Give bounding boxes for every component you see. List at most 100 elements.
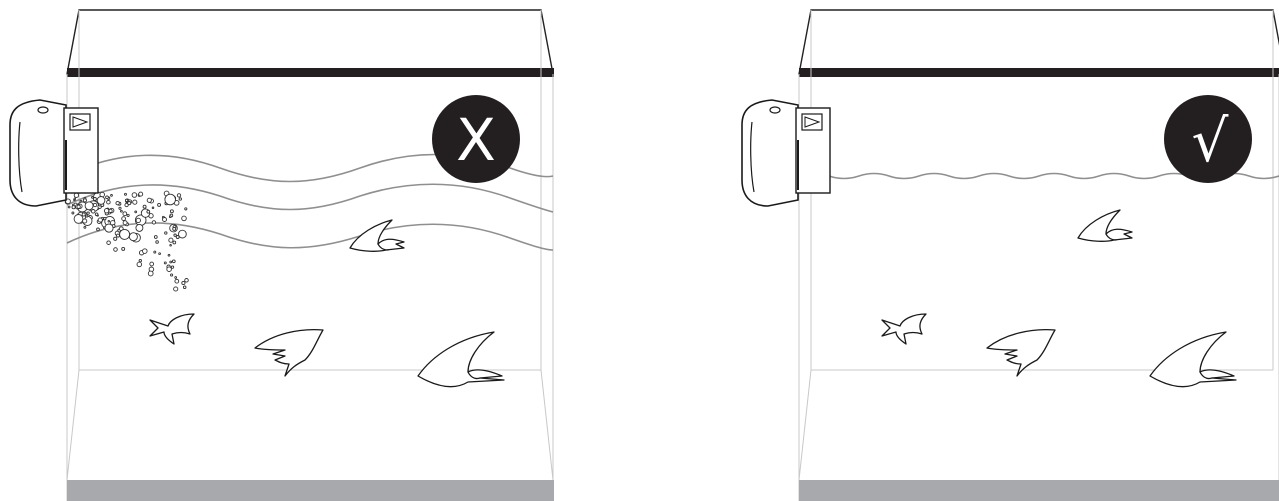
air-bubble <box>127 201 132 206</box>
air-bubble <box>135 217 141 224</box>
fish-2 <box>881 313 927 345</box>
air-bubble <box>149 261 155 267</box>
air-bubble <box>105 195 109 200</box>
hang-on-filter <box>9 99 99 207</box>
air-bubble <box>96 227 100 232</box>
air-bubble <box>79 199 83 203</box>
air-bubble <box>169 260 173 264</box>
air-bubble <box>118 206 122 210</box>
air-bubble <box>164 193 176 206</box>
air-bubble <box>153 250 157 254</box>
air-bubble <box>124 192 127 196</box>
air-bubble <box>97 217 103 223</box>
air-bubble <box>91 196 94 199</box>
air-bubble <box>132 199 138 205</box>
air-bubble <box>73 197 77 201</box>
air-bubble <box>76 204 81 209</box>
air-bubble <box>184 207 188 211</box>
fish-2 <box>149 313 195 345</box>
air-bubble <box>92 197 97 201</box>
air-bubble <box>115 200 120 206</box>
air-bubble <box>116 233 120 238</box>
air-bubble <box>151 206 155 210</box>
air-bubble <box>172 226 177 231</box>
air-bubble <box>72 203 75 207</box>
air-bubble <box>170 273 174 277</box>
air-bubble <box>113 247 118 252</box>
filter-body <box>9 99 67 207</box>
air-bubble <box>113 236 118 241</box>
air-bubble <box>128 232 138 242</box>
fish-1 <box>1077 209 1133 242</box>
wave-line <box>66 153 554 183</box>
air-bubble <box>81 212 86 217</box>
air-bubble <box>176 193 182 198</box>
air-bubble <box>162 217 167 222</box>
air-bubble <box>166 266 172 272</box>
wave-line <box>66 183 554 213</box>
air-bubble <box>147 270 154 277</box>
air-bubble <box>171 259 176 264</box>
air-bubble <box>124 198 129 203</box>
tank-top-outline <box>66 9 554 75</box>
air-bubble <box>73 214 84 224</box>
badge-circle <box>432 95 520 183</box>
air-bubble <box>181 215 187 222</box>
tank-floor <box>67 480 554 501</box>
air-bubble <box>103 208 110 214</box>
air-bubble <box>121 216 126 221</box>
filter-contour <box>18 121 23 193</box>
incorrect-badge: X <box>432 95 520 183</box>
air-bubble <box>85 214 89 218</box>
air-bubble <box>155 240 159 244</box>
air-bubble <box>151 220 157 225</box>
air-bubble <box>174 276 178 279</box>
air-bubble <box>167 253 171 257</box>
tank-rim <box>67 68 554 77</box>
air-bubble <box>182 285 187 289</box>
air-bubble <box>157 202 162 207</box>
air-bubble <box>168 237 174 243</box>
air-bubble <box>142 204 147 209</box>
air-bubble <box>90 209 96 214</box>
air-bubble <box>126 213 130 217</box>
filter-arrow-icon <box>72 116 89 128</box>
air-bubble <box>94 212 99 216</box>
tank-floor-left <box>798 369 812 481</box>
filter-contour <box>750 121 755 193</box>
filter-screw <box>37 106 49 114</box>
air-bubble <box>84 201 94 211</box>
air-bubble <box>170 265 175 269</box>
air-bubble <box>153 235 158 239</box>
air-bubble <box>172 240 177 245</box>
air-bubble <box>83 225 87 229</box>
air-bubble <box>169 244 172 247</box>
x-mark-icon: X <box>456 106 496 174</box>
air-bubble <box>178 197 182 201</box>
air-bubble <box>108 208 113 214</box>
fish-4 <box>1149 331 1237 388</box>
air-bubble <box>104 223 114 233</box>
air-bubble <box>173 286 179 292</box>
air-bubble <box>106 199 111 205</box>
filter-screw <box>769 106 781 114</box>
air-bubble <box>138 258 142 263</box>
air-bubble <box>181 280 186 286</box>
tank-floor-right <box>540 369 554 481</box>
air-bubble <box>138 191 144 197</box>
air-bubble <box>119 228 131 240</box>
air-bubble <box>174 278 180 284</box>
air-bubble <box>121 246 126 251</box>
air-bubble <box>168 215 172 219</box>
air-bubble <box>96 196 106 205</box>
air-bubble <box>184 278 189 283</box>
fish-1 <box>349 219 405 252</box>
tank-rim <box>799 68 1279 77</box>
air-bubble <box>136 261 143 268</box>
tank-top-outline <box>798 9 1279 75</box>
air-bubble <box>110 194 113 197</box>
fish-3 <box>254 328 324 377</box>
filter-body <box>741 99 799 207</box>
correct-badge: √ <box>1164 95 1252 183</box>
